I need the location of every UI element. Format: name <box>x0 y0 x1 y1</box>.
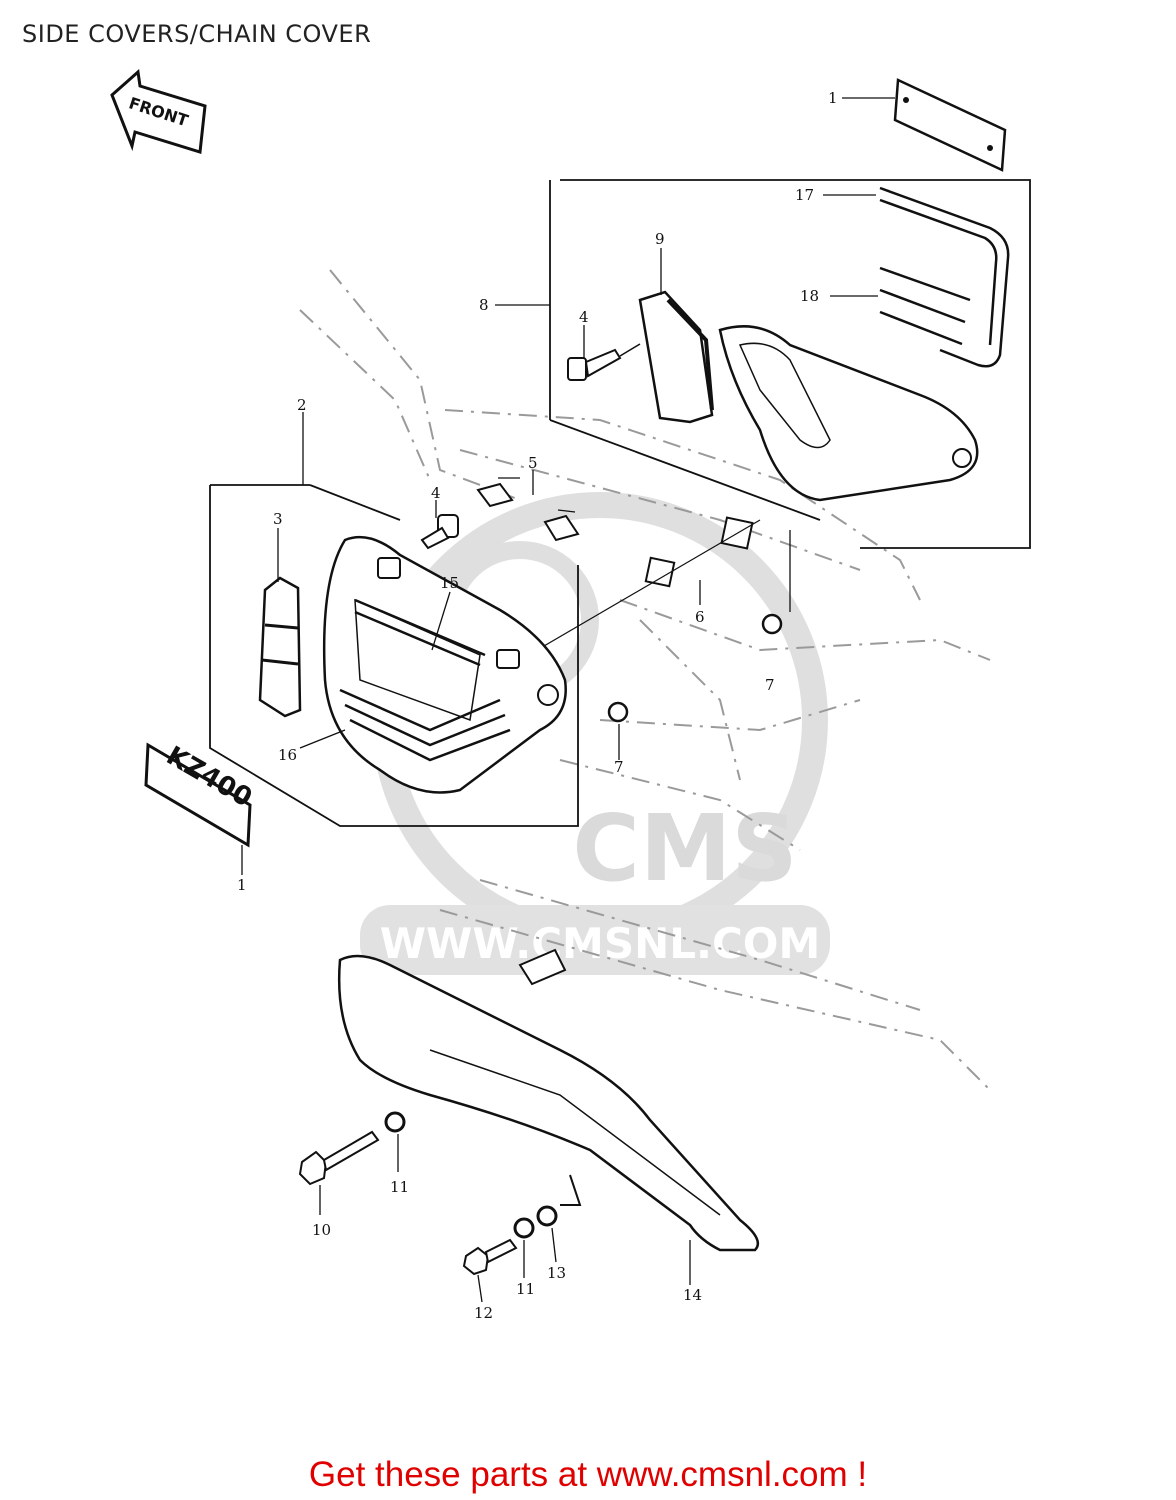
part-17-trim <box>879 186 1010 368</box>
part-6-grommets <box>519 516 761 661</box>
part-5-clips <box>476 477 580 542</box>
callout-1-plate: 1 <box>828 89 838 107</box>
callout-3: 3 <box>273 510 283 528</box>
page-title: SIDE COVERS/CHAIN COVER <box>22 20 372 48</box>
part-2-left-side-cover <box>322 535 567 794</box>
part-15-stripes <box>354 598 486 667</box>
leader-lines <box>241 97 895 1303</box>
callout-17: 17 <box>795 186 814 204</box>
part-12-bolt <box>462 1238 518 1276</box>
part-14-chain-cover <box>337 948 760 1252</box>
kz-emblem: KZ400 <box>144 741 257 848</box>
part-9-emblem <box>638 290 714 424</box>
watermark-logo: CMS <box>572 795 797 902</box>
callout-18: 18 <box>800 287 819 305</box>
callout-7-right: 7 <box>765 676 775 694</box>
part-4-bolt-upper <box>567 343 641 381</box>
callout-labels: 1 17 18 8 9 4 2 5 4 3 15 16 7 7 6 1 11 1… <box>237 89 838 1322</box>
callout-10: 10 <box>312 1221 331 1239</box>
part-7-grommet-right <box>761 613 783 635</box>
right-cover-box <box>549 179 1031 549</box>
callout-4-left: 4 <box>431 484 441 502</box>
callout-11-lower: 11 <box>516 1280 535 1298</box>
callout-9: 9 <box>655 230 665 248</box>
front-arrow: FRONT <box>110 69 207 154</box>
part-7-grommet-left <box>607 701 629 723</box>
callout-6: 6 <box>695 608 705 626</box>
part-18-stripes <box>879 266 971 346</box>
callout-5: 5 <box>528 454 538 472</box>
watermark-url: WWW.CMSNL.COM <box>380 919 821 968</box>
callout-14: 14 <box>683 1286 702 1304</box>
callout-11-upper: 11 <box>390 1178 409 1196</box>
callout-15: 15 <box>440 574 459 592</box>
callout-12: 12 <box>474 1304 493 1322</box>
callout-1-emblem: 1 <box>237 876 247 894</box>
callout-8: 8 <box>479 296 489 314</box>
get-parts-link[interactable]: Get these parts at www.cmsnl.com ! <box>308 1455 868 1494</box>
frame-outline <box>299 269 991 1091</box>
callout-7-left: 7 <box>614 758 624 776</box>
part-13-washer <box>536 1205 558 1227</box>
callout-2: 2 <box>297 396 307 414</box>
callout-13: 13 <box>547 1264 566 1282</box>
part-3-emblem <box>258 576 302 718</box>
part-4-bolt-left <box>420 514 459 550</box>
part-11-washer-lower <box>513 1217 535 1239</box>
part-16-stripes <box>339 688 511 762</box>
callout-4-upper: 4 <box>579 308 589 326</box>
callout-16: 16 <box>278 746 297 764</box>
part-8-right-side-cover <box>718 325 979 502</box>
part-10-bolt <box>298 1130 380 1186</box>
part-11-washer-upper <box>384 1111 406 1133</box>
left-cover-box <box>209 484 579 827</box>
part-1-plate <box>893 78 1007 172</box>
